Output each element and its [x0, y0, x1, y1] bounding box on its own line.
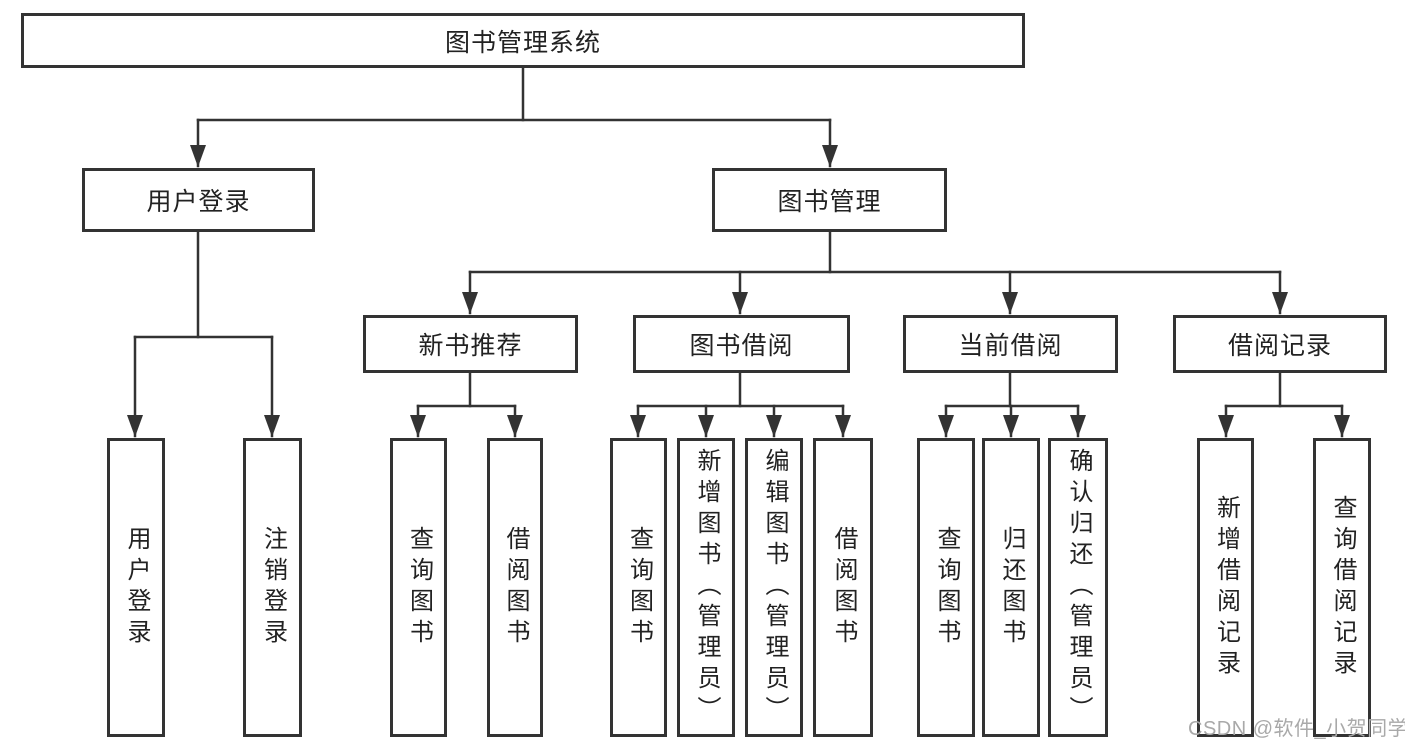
- node-root-label: 图书管理系统: [444, 28, 601, 57]
- node-new-book-recommend-label: 新书推荐: [418, 332, 523, 360]
- leaf-bb-borrow-books: 借阅图书: [813, 438, 873, 737]
- leaf-logout: 注销登录: [243, 438, 302, 737]
- csdn-watermark: CSDN @软件_小贺同学: [1188, 718, 1405, 740]
- leaf-cb-return-books: 归还图书: [982, 438, 1040, 737]
- node-user-login-label: 用户登录: [146, 188, 251, 216]
- leaf-br-add-record: 新增借阅记录: [1197, 438, 1254, 737]
- leaf-cb-confirm-return-admin-label: 确认归还（管理员）: [1065, 448, 1092, 727]
- leaf-bb-query-books-label: 查询图书: [625, 525, 653, 650]
- leaf-cb-confirm-return-admin: 确认归还（管理员）: [1048, 438, 1108, 737]
- leaf-cb-query-books-label: 查询图书: [933, 525, 960, 650]
- leaf-bb-edit-books-admin-label: 编辑图书（管理员）: [761, 448, 788, 727]
- leaf-cb-query-books: 查询图书: [917, 438, 975, 737]
- node-book-management-label: 图书管理: [777, 188, 882, 216]
- node-borrowing-records: 借阅记录: [1173, 315, 1387, 373]
- node-book-borrowing-label: 图书借阅: [689, 332, 794, 360]
- leaf-bb-edit-books-admin: 编辑图书（管理员）: [745, 438, 803, 737]
- leaf-rec-borrow-books: 借阅图书: [487, 438, 543, 737]
- leaf-br-add-record-label: 新增借阅记录: [1212, 494, 1240, 681]
- node-root: 图书管理系统: [21, 13, 1025, 68]
- leaf-logout-label: 注销登录: [259, 525, 287, 650]
- node-new-book-recommend: 新书推荐: [363, 315, 578, 373]
- node-current-borrowing: 当前借阅: [903, 315, 1118, 373]
- leaf-rec-query-books: 查询图书: [390, 438, 447, 737]
- node-book-management: 图书管理: [712, 168, 947, 232]
- leaf-bb-borrow-books-label: 借阅图书: [830, 525, 857, 650]
- leaf-bb-add-books-admin: 新增图书（管理员）: [677, 438, 735, 737]
- leaf-bb-query-books: 查询图书: [610, 438, 667, 737]
- leaf-cb-return-books-label: 归还图书: [998, 525, 1025, 650]
- node-book-borrowing: 图书借阅: [633, 315, 850, 373]
- node-user-login: 用户登录: [82, 168, 315, 232]
- node-borrowing-records-label: 借阅记录: [1227, 332, 1332, 360]
- leaf-br-query-record: 查询借阅记录: [1313, 438, 1371, 737]
- leaf-user-login: 用户登录: [107, 438, 165, 737]
- leaf-rec-query-books-label: 查询图书: [405, 525, 433, 650]
- leaf-br-query-record-label: 查询借阅记录: [1329, 494, 1356, 681]
- node-current-borrowing-label: 当前借阅: [958, 332, 1063, 360]
- leaf-user-login-label: 用户登录: [123, 525, 150, 650]
- leaf-rec-borrow-books-label: 借阅图书: [502, 525, 529, 650]
- leaf-bb-add-books-admin-label: 新增图书（管理员）: [693, 448, 720, 727]
